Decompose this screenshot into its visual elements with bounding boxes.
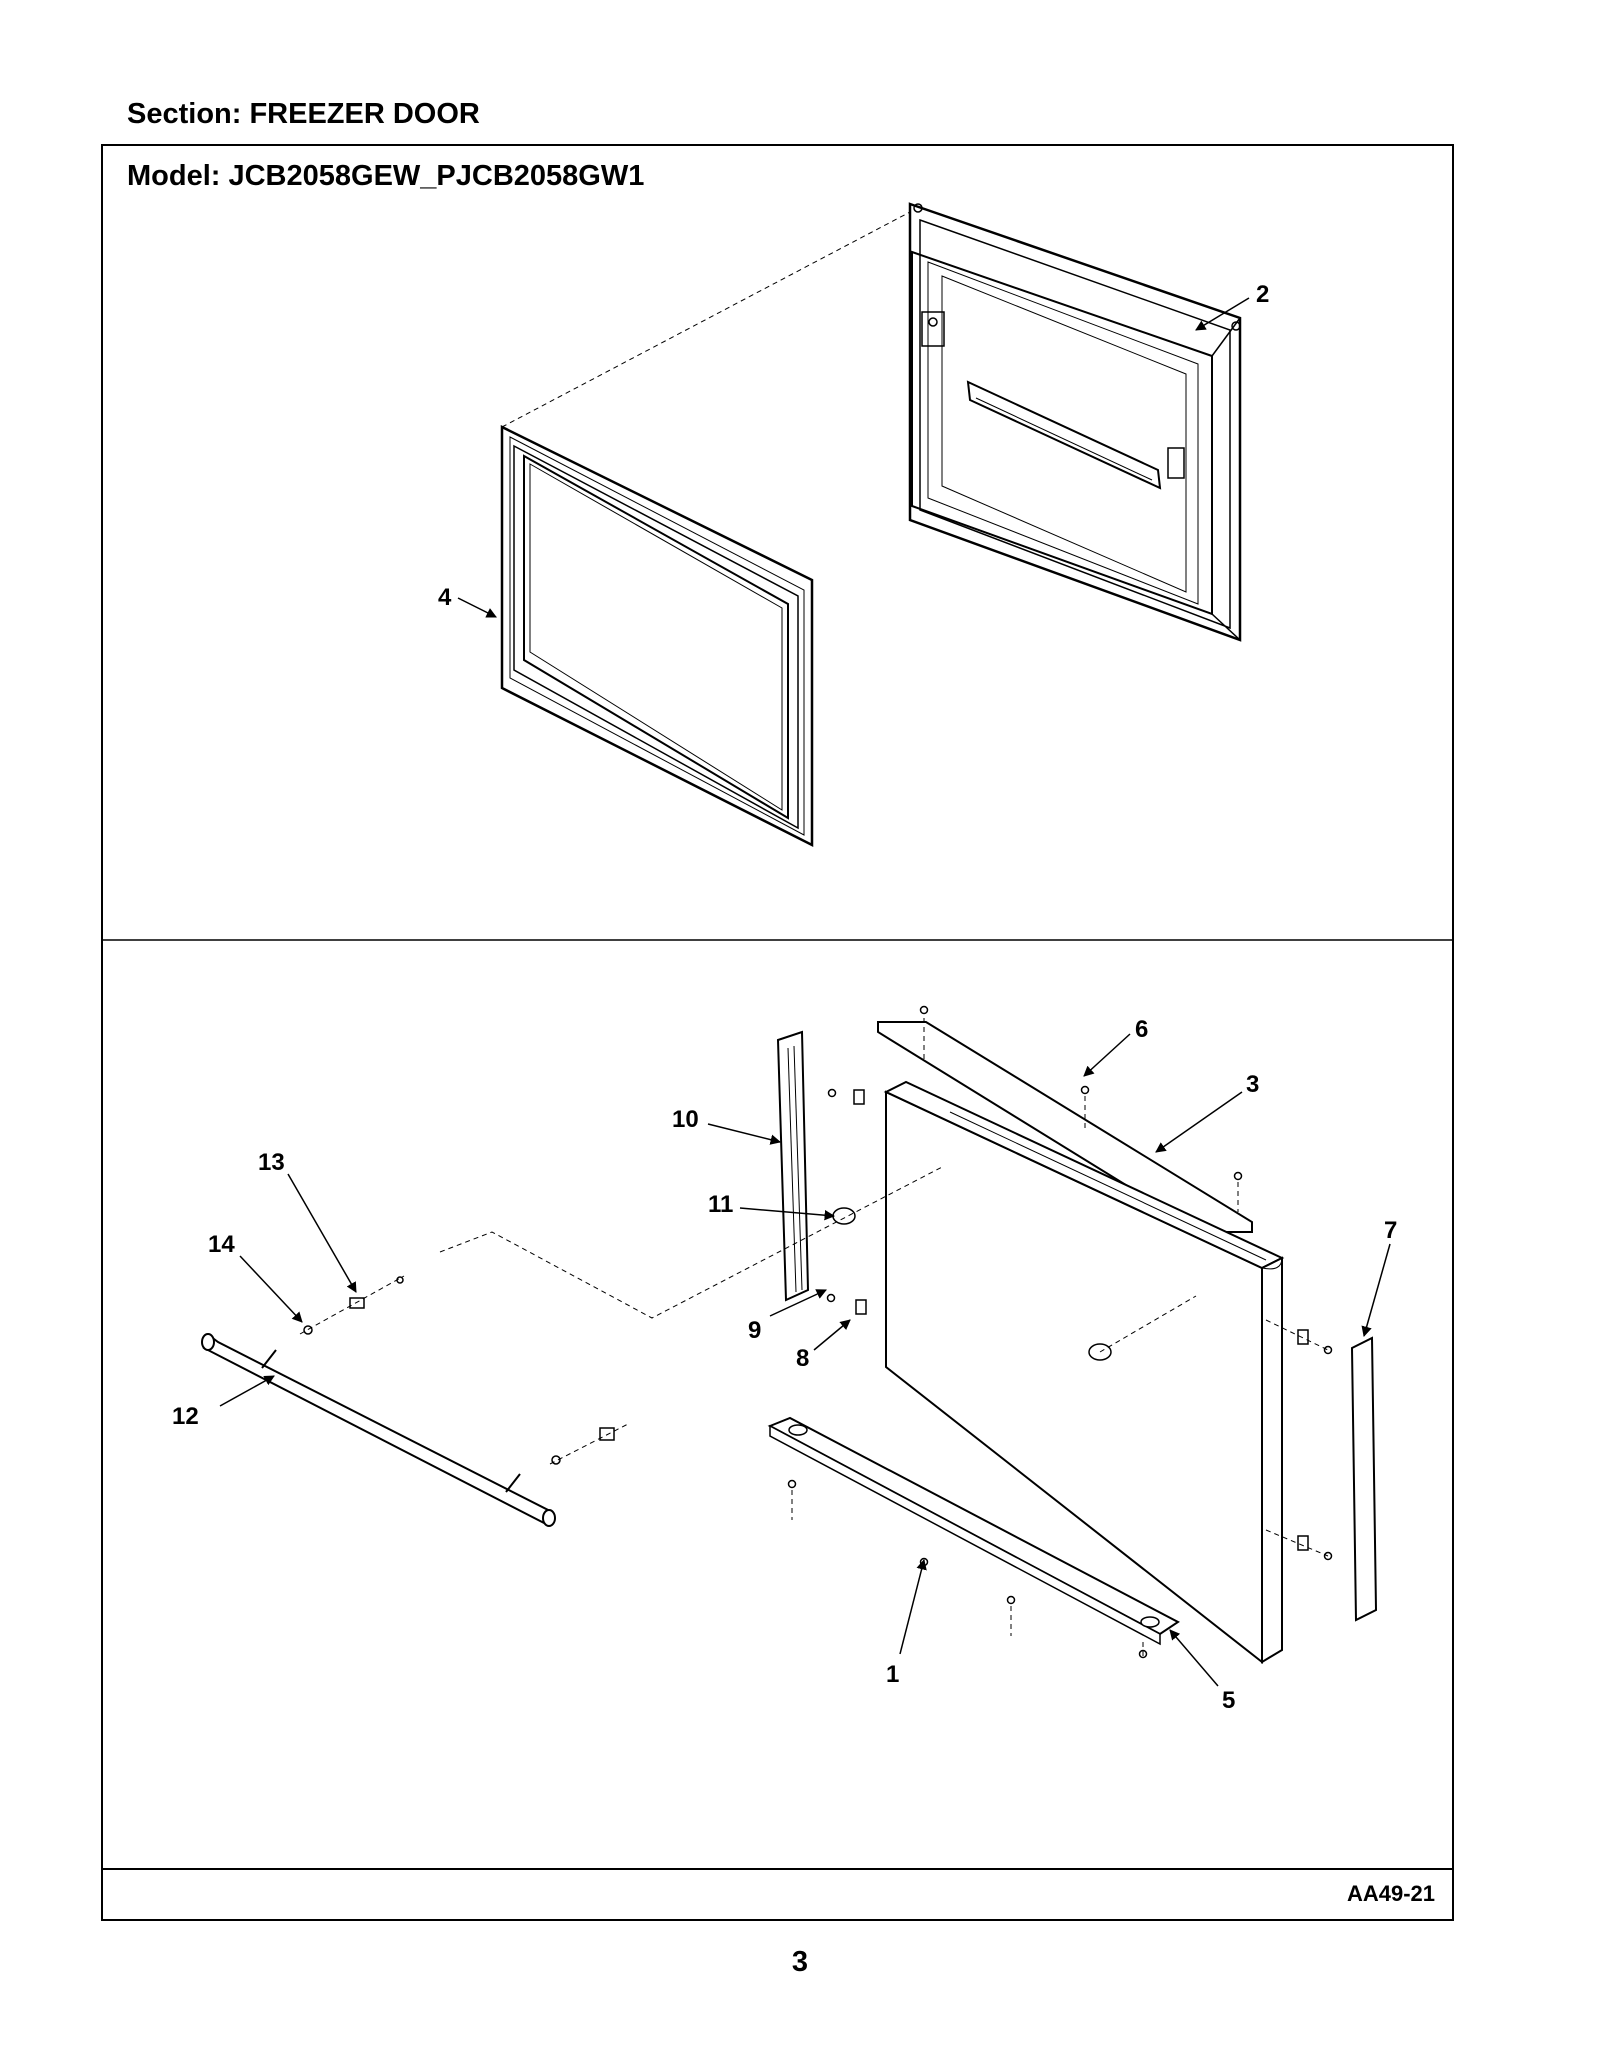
svg-text:11: 11 (708, 1191, 733, 1218)
callout-11: 11 (708, 1191, 836, 1221)
part-door-liner (908, 202, 1242, 642)
part-handle (201, 1333, 556, 1527)
model-title: Model: JCB2058GEW_PJCB2058GW1 (127, 160, 645, 192)
part-right-trim (1350, 1336, 1378, 1622)
page-number: 3 (791, 1946, 809, 1978)
callout-10: 10 (672, 1106, 782, 1145)
svg-text:6: 6 (1135, 1016, 1148, 1043)
alignment-lines (299, 1018, 1329, 1660)
part-door-panel (883, 1080, 1285, 1665)
svg-text:8: 8 (796, 1345, 809, 1372)
svg-text:13: 13 (258, 1149, 285, 1176)
part-side-trim (776, 1030, 810, 1302)
part-top-cap (877, 1021, 1253, 1233)
svg-text:5: 5 (1222, 1687, 1235, 1714)
callout-2: 2 (1195, 281, 1269, 331)
callout-8: 8 (796, 1319, 851, 1372)
svg-text:4: 4 (438, 584, 452, 611)
callout-5: 5 (1169, 1629, 1235, 1714)
callout-4: 4 (438, 584, 497, 618)
callout-9: 9 (748, 1289, 827, 1344)
callout-6: 6 (1083, 1016, 1148, 1077)
callout-12: 12 (172, 1375, 275, 1430)
callout-3: 3 (1155, 1071, 1259, 1153)
svg-text:2: 2 (1256, 281, 1269, 308)
callout-1: 1 (886, 1558, 927, 1688)
part-door-gasket (500, 424, 814, 848)
svg-text:9: 9 (748, 1317, 761, 1344)
svg-text:10: 10 (672, 1106, 699, 1133)
svg-text:1: 1 (886, 1661, 899, 1688)
part-bottom-cap (767, 1416, 1180, 1646)
diagram-frame (101, 144, 1454, 1921)
callout-13: 13 (258, 1149, 357, 1293)
callout-7: 7 (1361, 1217, 1397, 1338)
svg-text:12: 12 (172, 1403, 199, 1430)
svg-text:7: 7 (1384, 1217, 1397, 1244)
section-title: Section: FREEZER DOOR (127, 98, 480, 130)
svg-text:14: 14 (208, 1231, 235, 1258)
svg-text:3: 3 (1246, 1071, 1259, 1098)
document-code: AA49-21 (1346, 1881, 1435, 1906)
callout-14: 14 (208, 1231, 303, 1323)
